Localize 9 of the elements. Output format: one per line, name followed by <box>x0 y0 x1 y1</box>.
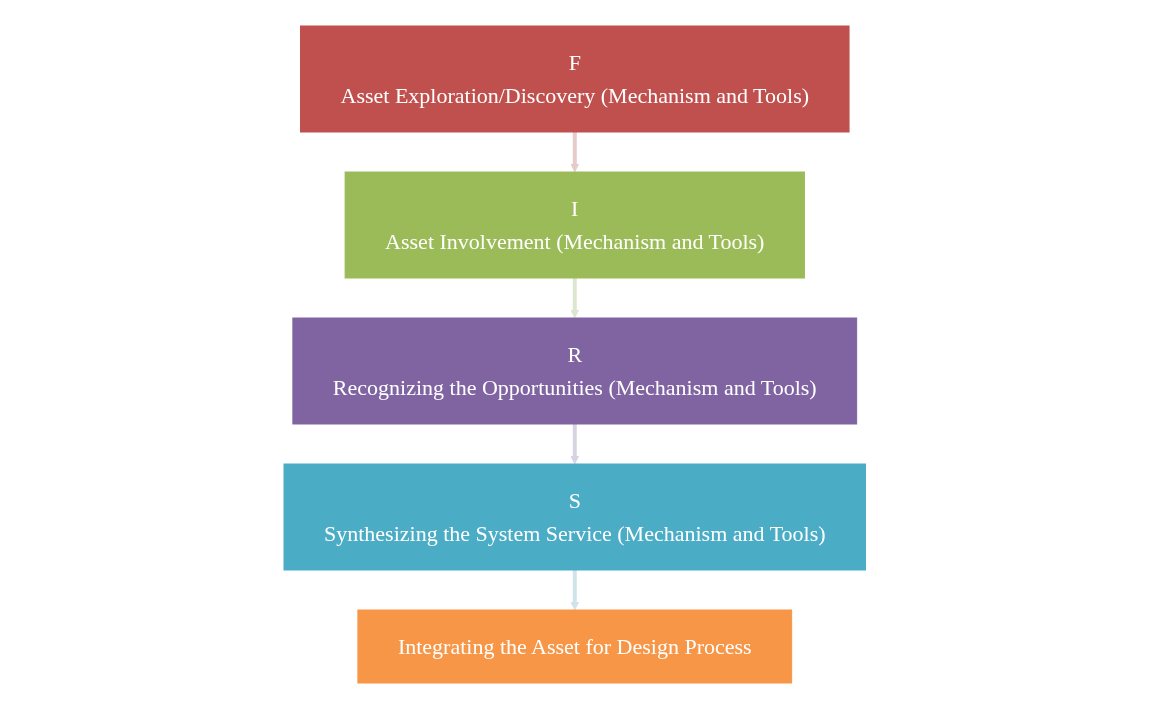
arrow <box>570 570 580 611</box>
node-box: R Recognizing the Opportunities (Mechanism and Tools) <box>292 317 858 425</box>
node-box: Integrating the Asset for Design Process <box>357 609 793 684</box>
arrow <box>570 132 580 173</box>
arrow <box>570 278 580 319</box>
node-box: F Asset Exploration/Discovery (Mechanism and Tools) <box>300 25 850 133</box>
node-box: S Synthesizing the System Service (Mechanism and Tools) <box>283 463 867 571</box>
node-box: I Asset Involvement (Mechanism and Tools) <box>344 171 806 279</box>
arrow <box>570 424 580 465</box>
